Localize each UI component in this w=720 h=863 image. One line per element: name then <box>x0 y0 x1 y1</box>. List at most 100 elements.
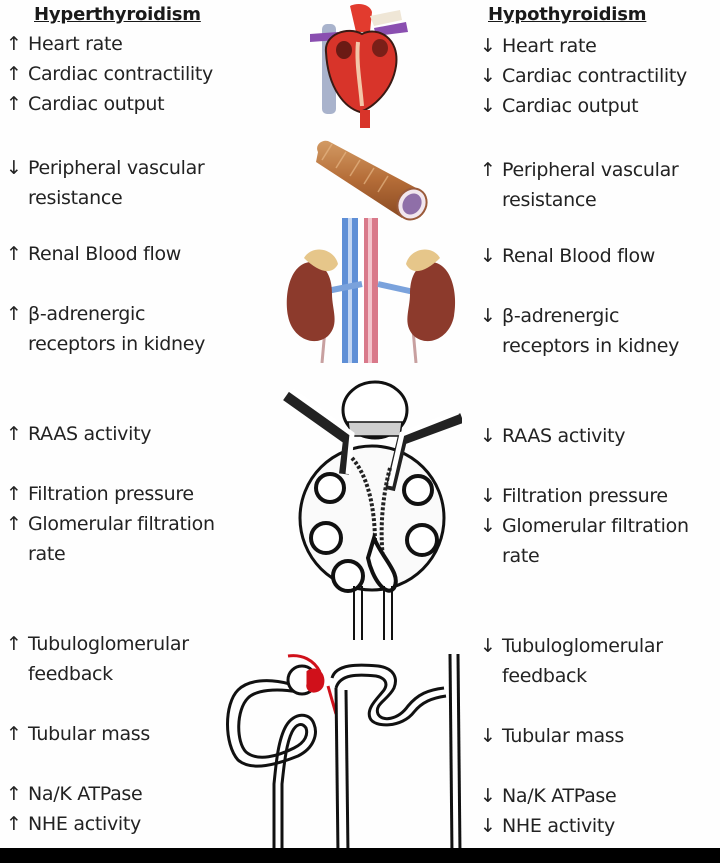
vessel-wall <box>316 140 420 218</box>
arrow-down-icon: ↓ <box>6 157 22 179</box>
collecting-duct <box>448 653 454 848</box>
right-item-text: NHE activity <box>502 815 615 837</box>
arrow-down-icon: ↓ <box>480 635 496 657</box>
heart-illustration <box>310 4 408 128</box>
arrow-up-icon: ↑ <box>6 33 22 55</box>
septum <box>355 41 364 107</box>
capillary-loop <box>309 521 343 555</box>
arrow-up-icon: ↑ <box>6 483 22 505</box>
right-item-text: Tubular mass <box>502 725 624 747</box>
left-item: ↑ Filtration pressure <box>6 479 194 509</box>
arrow-down-icon: ↓ <box>480 35 496 57</box>
arrow-down-icon: ↓ <box>480 725 496 747</box>
capillary-loop <box>331 559 365 593</box>
arrow-up-icon: ↑ <box>6 243 22 265</box>
descending-aorta <box>360 110 370 128</box>
left-item-text: Glomerular filtration <box>28 513 215 535</box>
left-item: ↑Na/K ATPase <box>6 779 143 809</box>
left-item-text: Cardiac output <box>28 93 165 115</box>
right-item-text: Na/K ATPase <box>502 785 617 807</box>
left-item-text: Filtration pressure <box>28 483 194 505</box>
arrow-down-icon: ↓ <box>480 785 496 807</box>
left-heading: Hyperthyroidism <box>34 4 201 25</box>
pulmonary-artery <box>374 22 408 36</box>
right-item: ↓ Cardiac contractility <box>480 61 687 91</box>
glomerulus-illustration <box>283 380 462 640</box>
aorta-branch <box>370 10 402 26</box>
arrow-down-icon: ↓ <box>480 95 496 117</box>
right-item-text: Renal Blood flow <box>502 245 656 267</box>
left-item-text: Heart rate <box>28 33 123 55</box>
left-item-text: receptors in kidney <box>28 333 206 355</box>
right-item-text: rate <box>502 545 540 567</box>
right-item: ↓ NHE activity <box>480 811 615 841</box>
right-atrium <box>336 41 352 59</box>
right-adrenal-gland <box>406 249 440 272</box>
right-item-text: Heart rate <box>502 35 597 57</box>
capillary-loop <box>405 523 439 557</box>
arrow-up-icon: ↑ <box>6 303 22 325</box>
right-item-text: Peripheral vascular <box>502 159 679 181</box>
right-item-text: Glomerular filtration <box>502 515 689 537</box>
right-item: ↓ Filtration pressure <box>480 481 668 511</box>
afferent-arteriole <box>283 391 354 475</box>
right-item: ↓ Na/K ATPase <box>480 781 617 811</box>
capillary-loop <box>402 474 434 506</box>
left-item-text: Tubular mass <box>28 723 150 745</box>
arrow-down-icon: ↓ <box>480 245 496 267</box>
arrow-down-icon: ↓ <box>480 485 496 507</box>
aorta-arch <box>350 4 372 32</box>
juxtaglomerular-apparatus <box>306 668 325 693</box>
loop-of-henle-descending <box>334 687 340 848</box>
right-kidney <box>407 262 456 342</box>
left-item: ↑ Renal Blood flow <box>6 239 181 269</box>
kidneys-illustration <box>286 218 456 363</box>
right-item-text: Tubuloglomerular <box>502 635 663 657</box>
left-item: ↑ β-adrenergic receptors in kidney <box>6 299 205 359</box>
left-item-text: Tubuloglomerular <box>28 633 189 655</box>
vessel-lumen <box>402 193 422 215</box>
left-item: ↑NHE activity <box>6 809 141 839</box>
right-item-text: resistance <box>502 189 597 211</box>
arrow-up-icon: ↑ <box>6 783 22 805</box>
left-item-text: Peripheral vascular <box>28 157 205 179</box>
left-adrenal-gland <box>304 249 338 272</box>
blood-vessel-illustration <box>316 140 428 221</box>
left-item-text: rate <box>28 543 66 565</box>
right-item: ↓RAAS activity <box>480 421 626 451</box>
right-item: ↓ Tubuloglomerular feedback <box>480 631 663 691</box>
arrow-down-icon: ↓ <box>480 305 496 327</box>
arrow-up-icon: ↑ <box>6 633 22 655</box>
left-item-text: Cardiac contractility <box>28 63 213 85</box>
left-item: ↑ Heart rate <box>6 29 123 59</box>
proximal-tubule <box>226 679 317 848</box>
right-item-text: Cardiac contractility <box>502 65 687 87</box>
arrow-down-icon: ↓ <box>480 815 496 837</box>
left-item-text: feedback <box>28 663 113 685</box>
arrow-up-icon: ↑ <box>6 723 22 745</box>
left-item: ↑ Cardiac output <box>6 89 165 119</box>
right-item-text: Cardiac output <box>502 95 639 117</box>
right-item: ↓ Cardiac output <box>480 91 639 121</box>
arrow-down-icon: ↓ <box>480 65 496 87</box>
right-item-text: RAAS activity <box>502 425 626 447</box>
distal-tubule <box>330 663 445 721</box>
arrow-up-icon: ↑ <box>6 513 22 535</box>
right-item: ↓ Tubular mass <box>480 721 624 751</box>
left-item-text: β-adrenergic <box>28 303 146 325</box>
left-item: ↑ Tubular mass <box>6 719 150 749</box>
right-item-text: feedback <box>502 665 587 687</box>
arrow-up-icon: ↑ <box>6 63 22 85</box>
left-item: ↑ Glomerular filtration rate <box>6 509 215 569</box>
right-item: ↓ Renal Blood flow <box>480 241 655 271</box>
left-kidney <box>286 262 335 342</box>
left-item-text: Renal Blood flow <box>28 243 182 265</box>
right-item-text: receptors in kidney <box>502 335 680 357</box>
left-item-text: NHE activity <box>28 813 141 835</box>
arrow-up-icon: ↑ <box>6 93 22 115</box>
right-item-text: Filtration pressure <box>502 485 668 507</box>
